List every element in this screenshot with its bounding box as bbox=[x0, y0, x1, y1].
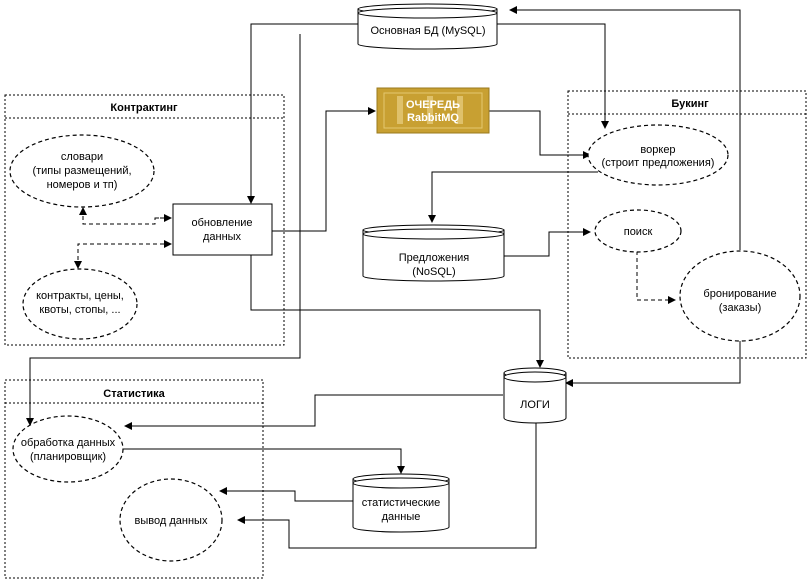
queue-label-2: RabbitMQ bbox=[407, 112, 459, 124]
booking-ellipse: бронирование (заказы) bbox=[679, 250, 801, 342]
contracting-group: Контрактинг bbox=[4, 94, 285, 346]
worker-ellipse: воркер (строит предложения) bbox=[587, 124, 729, 186]
contracting-title: Контрактинг bbox=[110, 102, 178, 114]
booking-title: Букинг bbox=[671, 98, 709, 110]
processing-label-1: обработка данных bbox=[21, 437, 116, 449]
booking-group: Букинг bbox=[567, 90, 807, 359]
contracts-label-2: квоты, стопы, ... bbox=[39, 304, 120, 316]
update-data-box: обновление данных bbox=[172, 203, 273, 256]
contracts-label-1: контракты, цены, bbox=[36, 290, 124, 302]
processing-label-2: (планировщик) bbox=[30, 451, 106, 463]
offers-label-2: (NoSQL) bbox=[412, 266, 455, 278]
logs-cylinder: ЛОГИ bbox=[503, 367, 567, 424]
queue-label-1: ОЧЕРЕДЬ bbox=[406, 99, 460, 111]
statistics-group: Статистика bbox=[4, 379, 264, 579]
stat-data-label-2: данные bbox=[382, 511, 421, 523]
stat-data-cylinder: статистические данные bbox=[352, 473, 450, 533]
contracts-ellipse: контракты, цены, квоты, стопы, ... bbox=[22, 268, 138, 340]
statistics-title: Статистика bbox=[103, 388, 165, 400]
main-db-label: Основная БД (MySQL) bbox=[370, 25, 485, 37]
dictionaries-label-2: (типы размещений, bbox=[32, 165, 131, 177]
booking-label-1: бронирование bbox=[703, 288, 776, 300]
connectors bbox=[26, 6, 741, 549]
processing-ellipse: обработка данных (планировщик) bbox=[12, 415, 124, 483]
booking-label-2: (заказы) bbox=[719, 302, 762, 314]
stat-data-label-1: статистические bbox=[362, 497, 441, 509]
rabbitmq-queue: ОЧЕРЕДЬ RabbitMQ bbox=[376, 87, 490, 134]
update-label-2: данных bbox=[203, 231, 242, 243]
output-label: вывод данных bbox=[135, 515, 208, 527]
search-label: поиск bbox=[624, 226, 653, 238]
dictionaries-label-3: номеров и тп) bbox=[47, 179, 118, 191]
logs-label: ЛОГИ bbox=[520, 399, 550, 411]
offers-cylinder: Предложения (NoSQL) bbox=[362, 224, 505, 282]
search-ellipse: поиск bbox=[594, 209, 682, 253]
update-label-1: обновление bbox=[191, 217, 252, 229]
dictionaries-label-1: словари bbox=[61, 151, 103, 163]
dictionaries-ellipse: словари (типы размещений, номеров и тп) bbox=[9, 134, 155, 208]
worker-label-2: (строит предложения) bbox=[602, 157, 715, 169]
worker-label-1: воркер bbox=[640, 144, 675, 156]
main-db-cylinder: Основная БД (MySQL) bbox=[357, 3, 498, 50]
offers-label-1: Предложения bbox=[399, 252, 470, 264]
output-ellipse: вывод данных bbox=[119, 478, 223, 562]
